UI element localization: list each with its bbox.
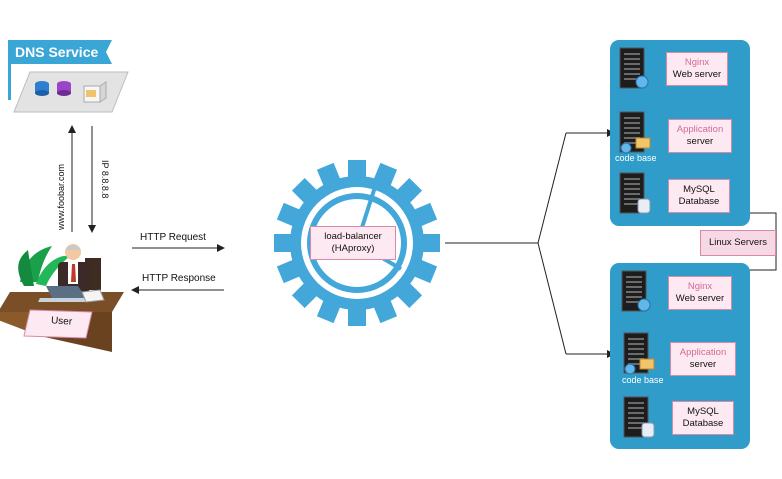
app-server-title: Application [679,347,727,358]
businessman-icon [58,244,101,292]
dns-service-title: DNS Service [15,44,99,60]
cluster-2-database-box: MySQL Database [672,401,734,435]
ip-label: IP 8.8.8.8 [100,160,110,199]
domain-label: www.foobar.com [56,163,66,230]
app-server-title: Application [676,124,724,135]
laptop-icon [38,286,92,302]
app-server-subtitle: server [686,136,714,147]
cluster-1-web-server-box: Nginx Web server [666,52,728,86]
database-icon-purple [57,81,71,96]
server-box-icon [83,81,107,103]
cluster-2-app-server-box: Application server [670,342,736,376]
linux-servers-label: Linux Servers [700,230,776,256]
load-balancer-name: load-balancer [324,231,382,242]
web-server-subtitle: Web server [675,293,725,304]
load-balancer-box: load-balancer (HAproxy) [310,226,396,260]
cluster-2-code-base-label: code base [622,375,664,385]
user-label: User [50,315,73,328]
database-title: MySQL [687,406,719,417]
database-subtitle: Database [678,196,720,207]
papers-icon [81,289,105,303]
web-server-icon [621,270,651,312]
user-label-box [23,309,93,339]
dns-service-banner [8,40,112,64]
http-response-label: HTTP Response [142,273,216,284]
load-balancer-software: (HAproxy) [331,243,375,254]
database-icon-blue [35,81,49,96]
web-server-title: Nginx [684,57,710,68]
lb-to-servers-connector [445,129,615,358]
cluster-link-line [748,212,777,271]
database-server-icon [623,396,655,438]
http-request-label: HTTP Request [140,232,206,243]
app-server-icon [619,111,651,154]
cluster-1-database-box: MySQL Database [668,179,730,213]
dns-server-platform [8,40,129,113]
user-desk-illustration [0,244,124,352]
web-server-title: Nginx [687,281,713,292]
web-server-subtitle: Web server [672,69,722,80]
cluster-2-web-server-box: Nginx Web server [668,276,732,310]
app-server-icon [623,332,655,375]
database-title: MySQL [683,184,715,195]
cluster-1-app-server-box: Application server [668,119,732,153]
cluster-1-code-base-label: code base [615,153,657,163]
database-server-icon [619,172,651,214]
web-server-icon [619,47,649,89]
database-subtitle: Database [682,418,724,429]
app-server-subtitle: server [689,359,717,370]
